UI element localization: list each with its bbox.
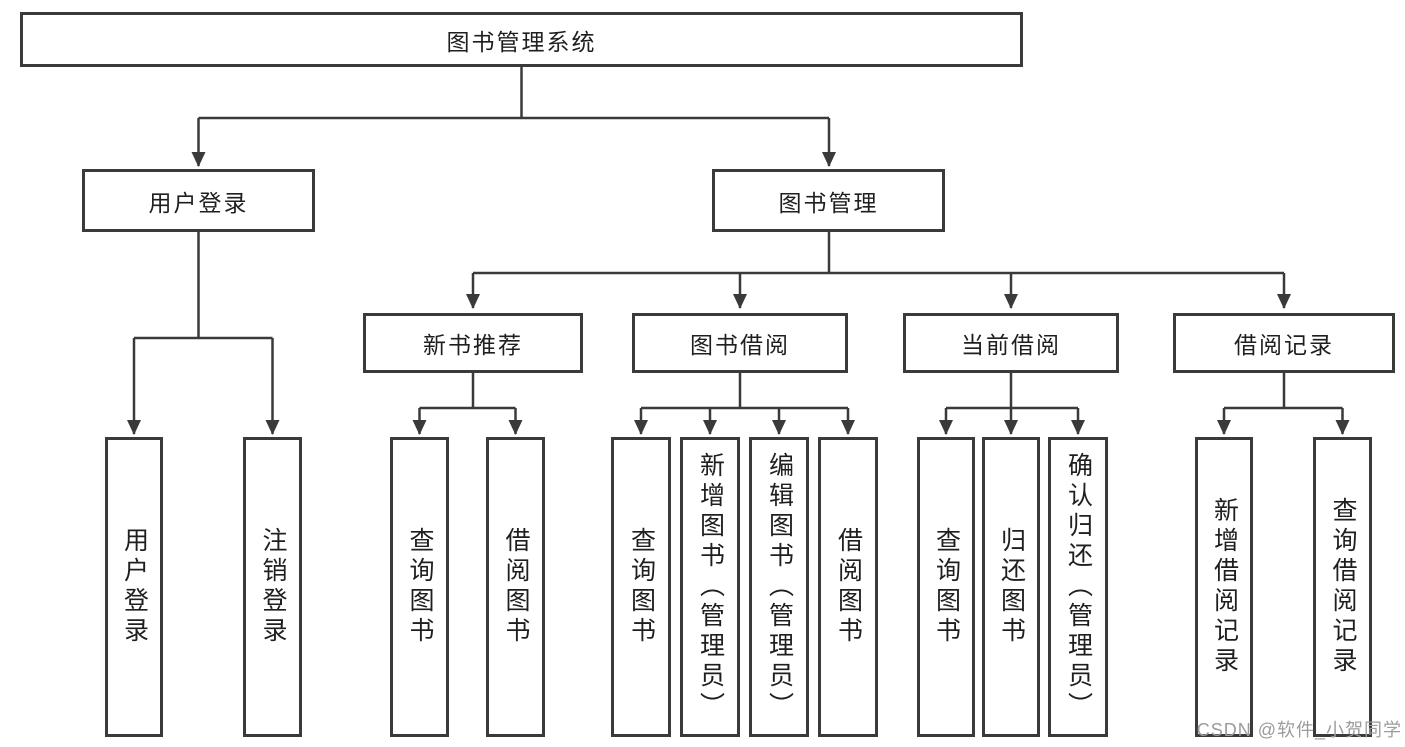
node-root-system-label: 图书管理系统 xyxy=(446,28,597,55)
leaf-user-login: 用户登录 xyxy=(105,437,163,737)
leaf-query-books-recommend-label: 查询图书 xyxy=(406,527,434,647)
node-current-borrow: 当前借阅 xyxy=(903,313,1119,373)
leaf-confirm-return-admin-label: 确认归还（管理员） xyxy=(1064,452,1093,722)
leaf-query-borrow-record: 查询借阅记录 xyxy=(1313,437,1372,737)
leaf-query-books-current-label: 查询图书 xyxy=(932,527,961,647)
leaf-borrow-books: 借阅图书 xyxy=(818,437,878,737)
leaf-logout-label: 注销登录 xyxy=(259,527,287,647)
node-current-borrow-label: 当前借阅 xyxy=(961,332,1061,358)
leaf-logout: 注销登录 xyxy=(243,437,302,737)
leaf-add-book-admin: 新增图书（管理员） xyxy=(680,437,740,737)
leaf-borrow-books-recommend: 借阅图书 xyxy=(486,437,545,737)
node-borrow-records: 借阅记录 xyxy=(1173,313,1395,373)
node-borrow-records-label: 借阅记录 xyxy=(1234,332,1334,358)
node-new-book-recommend: 新书推荐 xyxy=(363,313,583,373)
leaf-borrow-books-recommend-label: 借阅图书 xyxy=(502,527,530,647)
leaf-add-book-admin-label: 新增图书（管理员） xyxy=(696,452,725,722)
leaf-add-borrow-record-label: 新增借阅记录 xyxy=(1210,497,1239,677)
leaf-borrow-books-label: 借阅图书 xyxy=(834,527,863,647)
node-user-login: 用户登录 xyxy=(82,169,315,232)
node-new-book-recommend-label: 新书推荐 xyxy=(423,332,523,358)
leaf-query-books-current: 查询图书 xyxy=(917,437,975,737)
leaf-return-book: 归还图书 xyxy=(982,437,1040,737)
csdn-watermark: CSDN @软件_小贺同学 xyxy=(1196,720,1402,740)
node-root-system: 图书管理系统 xyxy=(20,12,1023,67)
leaf-query-books-recommend: 查询图书 xyxy=(390,437,449,737)
leaf-add-borrow-record: 新增借阅记录 xyxy=(1195,437,1253,737)
leaf-query-books-borrow-label: 查询图书 xyxy=(627,527,656,647)
leaf-return-book-label: 归还图书 xyxy=(997,527,1026,647)
leaf-edit-book-admin: 编辑图书（管理员） xyxy=(749,437,809,737)
node-book-borrow-label: 图书借阅 xyxy=(690,332,790,358)
node-book-borrow: 图书借阅 xyxy=(632,313,848,373)
node-book-management: 图书管理 xyxy=(712,169,945,232)
node-user-login-label: 用户登录 xyxy=(148,189,249,216)
leaf-edit-book-admin-label: 编辑图书（管理员） xyxy=(765,452,794,722)
leaf-confirm-return-admin: 确认归还（管理员） xyxy=(1048,437,1108,737)
leaf-query-books-borrow: 查询图书 xyxy=(611,437,671,737)
leaf-query-borrow-record-label: 查询借阅记录 xyxy=(1329,497,1357,677)
node-book-management-label: 图书管理 xyxy=(778,189,879,216)
leaf-user-login-label: 用户登录 xyxy=(120,527,149,647)
